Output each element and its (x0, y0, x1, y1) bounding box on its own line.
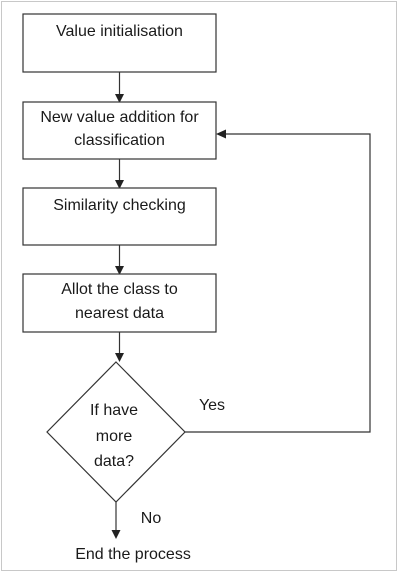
step-box (22, 101, 217, 160)
step-label-line-2: classification (74, 132, 165, 149)
decision-label-line-1: If have (90, 402, 138, 419)
connector-4-to-decision (115, 332, 124, 362)
connector-3-to-4 (115, 245, 124, 275)
step-label: Similarity checking (53, 197, 185, 214)
step-box (22, 187, 217, 246)
step-label-line-1: New value addition for (40, 109, 199, 126)
arrowhead (115, 353, 124, 362)
step-value-initialisation: Value initialisation (22, 13, 217, 73)
arrowhead (115, 266, 124, 275)
step-new-value-addition: New value addition for classification (22, 101, 217, 160)
step-similarity-checking: Similarity checking (22, 187, 217, 246)
step-allot-class: Allot the class to nearest data (22, 273, 217, 333)
arrowhead (115, 180, 124, 189)
connector-no-to-end (111, 502, 121, 539)
arrowhead (111, 530, 121, 539)
connector-1-to-2 (115, 72, 124, 103)
arrowhead (216, 129, 226, 139)
no-label: No (141, 510, 162, 527)
step-label: Value initialisation (56, 23, 183, 40)
connector-yes-loop (185, 129, 371, 433)
end-label: End the process (75, 546, 191, 563)
loop-line (185, 133, 371, 433)
step-label-line-2: nearest data (75, 305, 164, 322)
decision-label-line-2: more (96, 428, 133, 445)
yes-label: Yes (199, 397, 225, 414)
arrowhead (115, 94, 124, 103)
step-label-line-1: Allot the class to (61, 281, 178, 298)
decision-label-line-3: data? (94, 453, 134, 470)
decision-more-data: If have more data? (46, 361, 186, 503)
connector-2-to-3 (115, 159, 124, 189)
